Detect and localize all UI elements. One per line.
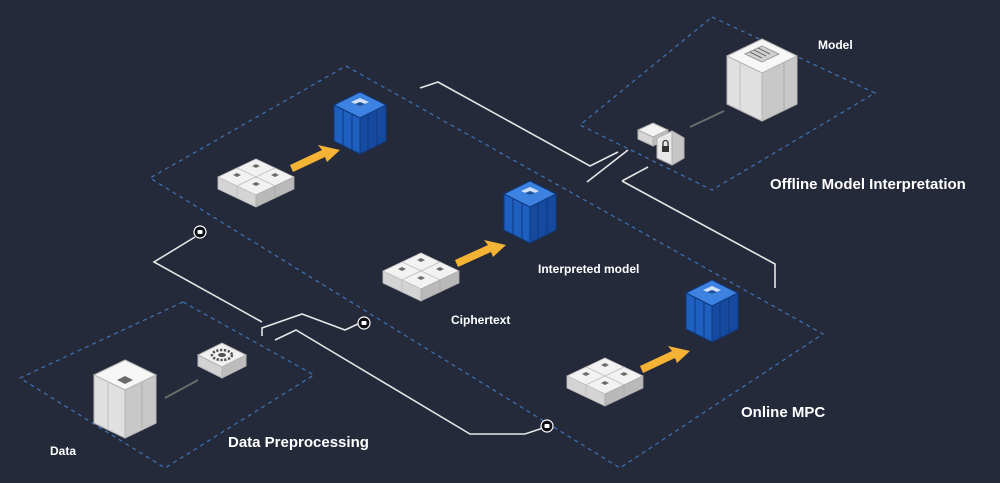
model-server-icon <box>725 38 799 122</box>
database-icon <box>92 359 158 439</box>
data-link-line <box>164 379 199 399</box>
flow-arrow-icon <box>455 240 506 267</box>
zone-data-preprocessing <box>18 301 316 469</box>
data-label: Data <box>50 444 77 458</box>
data-tiles-icon <box>217 158 295 208</box>
data-preprocessing-label: Data Preprocessing <box>228 434 369 451</box>
link-node-icon <box>193 225 207 239</box>
link-node-icon <box>357 316 371 330</box>
model-label: Model <box>818 38 853 52</box>
flow-arrow-icon <box>640 346 690 373</box>
gear-icon <box>196 342 248 379</box>
ciphertext-label: Ciphertext <box>451 313 511 327</box>
offline-model-interpretation-label: Offline Model Interpretation <box>770 176 966 193</box>
zone-offline-model-interpretation <box>578 16 877 191</box>
lock-icon <box>636 122 685 166</box>
zone-main-pipeline <box>148 65 825 469</box>
model-stack-icon <box>333 91 387 155</box>
connector-lines <box>152 81 776 435</box>
online-mpc-label: Online MPC <box>741 404 826 421</box>
model-stack-icon <box>685 279 739 343</box>
interpreted-model-label: Interpreted model <box>538 262 640 276</box>
model-link-line <box>689 110 725 128</box>
flow-arrow-icon <box>290 145 340 172</box>
data-tiles-icon <box>566 357 644 407</box>
link-node-icon <box>540 419 554 433</box>
model-stack-icon <box>503 180 557 244</box>
data-tiles-icon <box>382 252 460 302</box>
